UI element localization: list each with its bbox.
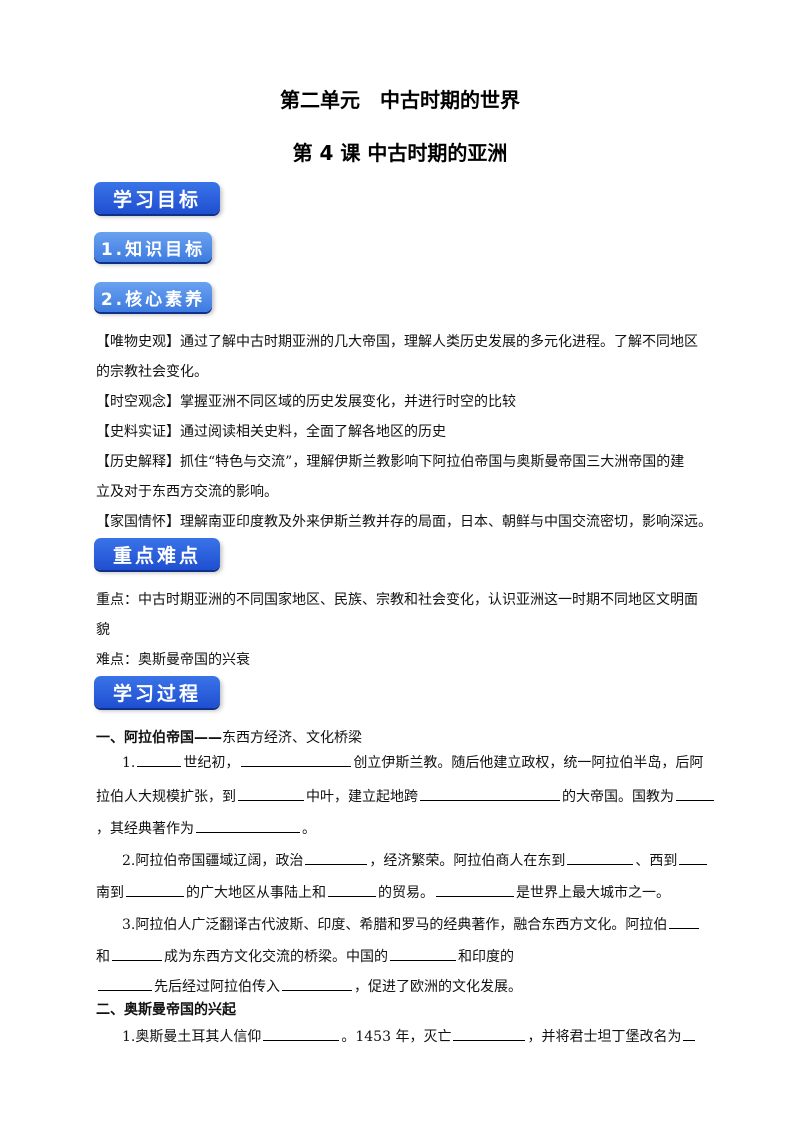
q2-line2: 南到的广大地区从事陆上和的贸易。是世界上最大城市之一。 — [96, 882, 712, 903]
q3-line1: 3.阿拉伯人广泛翻译古代波斯、印度、希腊和罗马的经典著作，融合东西方文化。阿拉伯 — [122, 914, 712, 935]
answer-blank[interactable] — [196, 818, 300, 833]
answer-blank[interactable] — [453, 1026, 526, 1041]
answer-blank[interactable] — [669, 914, 700, 929]
section-ottoman-heading: 二、奥斯曼帝国的兴起 — [96, 1002, 236, 1018]
answer-blank[interactable] — [679, 850, 708, 865]
answer-blank[interactable] — [126, 882, 184, 897]
core-item-spacetime: 【时空观念】掌握亚洲不同区域的历史发展变化，并进行时空的比较 — [96, 394, 516, 410]
answer-blank[interactable] — [328, 882, 376, 897]
answer-blank[interactable] — [98, 976, 152, 991]
answer-blank[interactable] — [282, 976, 352, 991]
lesson-title: 第 4 课 中古时期的亚洲 — [292, 141, 508, 165]
answer-blank[interactable] — [112, 946, 162, 961]
s2-q1-line1: 1.奥斯曼土耳其人信仰。1453 年，灭亡，并将君士坦丁堡改名为 — [122, 1026, 712, 1047]
key-point-focus: 重点：中古时期亚洲的不同国家地区、民族、宗教和社会变化，认识亚洲这一时期不同地区… — [96, 592, 698, 608]
q1-line2: 拉伯人大规模扩张，到中叶，建立起地跨的大帝国。国教为 — [96, 786, 714, 807]
core-item-patriotism: 【家国情怀】理解南亚印度教及外来伊斯兰教并存的局面，日本、朝鲜与中国交流密切，影… — [96, 514, 712, 530]
core-item-materialism: 【唯物史观】通过了解中古时期亚洲的几大帝国，理解人类历史发展的多元化进程。了解不… — [96, 334, 698, 350]
answer-blank[interactable] — [567, 850, 634, 865]
badge-learning-goals: 学习目标 — [94, 182, 220, 214]
badge-learning-process: 学习过程 — [94, 676, 220, 708]
answer-blank[interactable] — [137, 752, 182, 767]
q3-line3: 先后经过阿拉伯传入，促进了欧洲的文化发展。 — [96, 976, 712, 997]
answer-blank[interactable] — [676, 786, 714, 801]
core-item-interpretation-cont: 立及对于东西方交流的影响。 — [96, 484, 278, 500]
section-arab-empire-heading: 一、阿拉伯帝国——东西方经济、文化桥梁 — [96, 730, 362, 746]
answer-blank[interactable] — [420, 786, 560, 801]
answer-blank[interactable] — [241, 752, 352, 767]
badge-core-literacy: 2.核心素养 — [94, 282, 212, 312]
key-point-focus-cont: 貌 — [96, 622, 110, 638]
q1-line1: 1.世纪初，创立伊斯兰教。随后他建立政权，统一阿拉伯半岛，后阿 — [122, 752, 712, 773]
core-item-materialism-cont: 的宗教社会变化。 — [96, 364, 208, 380]
answer-blank[interactable] — [436, 882, 514, 897]
q3-line2: 和成为东西方文化交流的桥梁。中国的和印度的 — [96, 946, 712, 967]
key-point-difficulty: 难点：奥斯曼帝国的兴衰 — [96, 652, 250, 668]
core-item-interpretation: 【历史解释】抓住“特色与交流”，理解伊斯兰教影响下阿拉伯帝国与奥斯曼帝国三大洲帝… — [96, 454, 685, 470]
answer-blank[interactable] — [390, 946, 456, 961]
core-item-evidence: 【史料实证】通过阅读相关史料，全面了解各地区的历史 — [96, 424, 446, 440]
answer-blank[interactable] — [305, 850, 368, 865]
answer-blank[interactable] — [263, 1026, 340, 1041]
badge-knowledge-goals: 1.知识目标 — [94, 232, 212, 262]
unit-title: 第二单元 中古时期的世界 — [280, 88, 520, 112]
q2-line1: 2.阿拉伯帝国疆域辽阔，政治，经济繁荣。阿拉伯商人在东到、西到 — [122, 850, 712, 871]
q1-line3: ，其经典著作为。 — [96, 818, 712, 839]
answer-blank[interactable] — [683, 1026, 696, 1041]
answer-blank[interactable] — [238, 786, 304, 801]
badge-key-points: 重点难点 — [94, 538, 220, 570]
